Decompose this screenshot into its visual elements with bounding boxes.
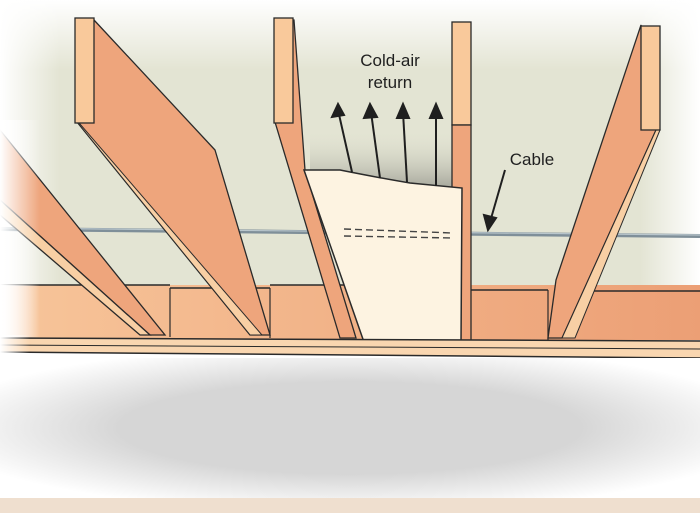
joist-left-end bbox=[74, 17, 95, 124]
label-cold-air-line1: Cold-air bbox=[360, 51, 420, 70]
top-plate bbox=[0, 335, 700, 360]
joist-far-left bbox=[0, 120, 167, 340]
joist-right-end bbox=[640, 25, 661, 131]
arrow-1 bbox=[337, 109, 353, 173]
cold-air-return-panel bbox=[302, 169, 463, 346]
label-cable: Cable bbox=[510, 150, 554, 169]
arrow-3 bbox=[402, 111, 408, 183]
air-arrows bbox=[330, 101, 444, 186]
footer-band bbox=[0, 498, 700, 513]
cable-callout-arrow bbox=[482, 169, 506, 233]
joist-left bbox=[74, 17, 271, 336]
floor-shadow bbox=[0, 358, 700, 498]
arrow-2 bbox=[370, 111, 381, 179]
joist-right bbox=[547, 24, 661, 339]
label-cold-air-line2: return bbox=[368, 73, 412, 92]
